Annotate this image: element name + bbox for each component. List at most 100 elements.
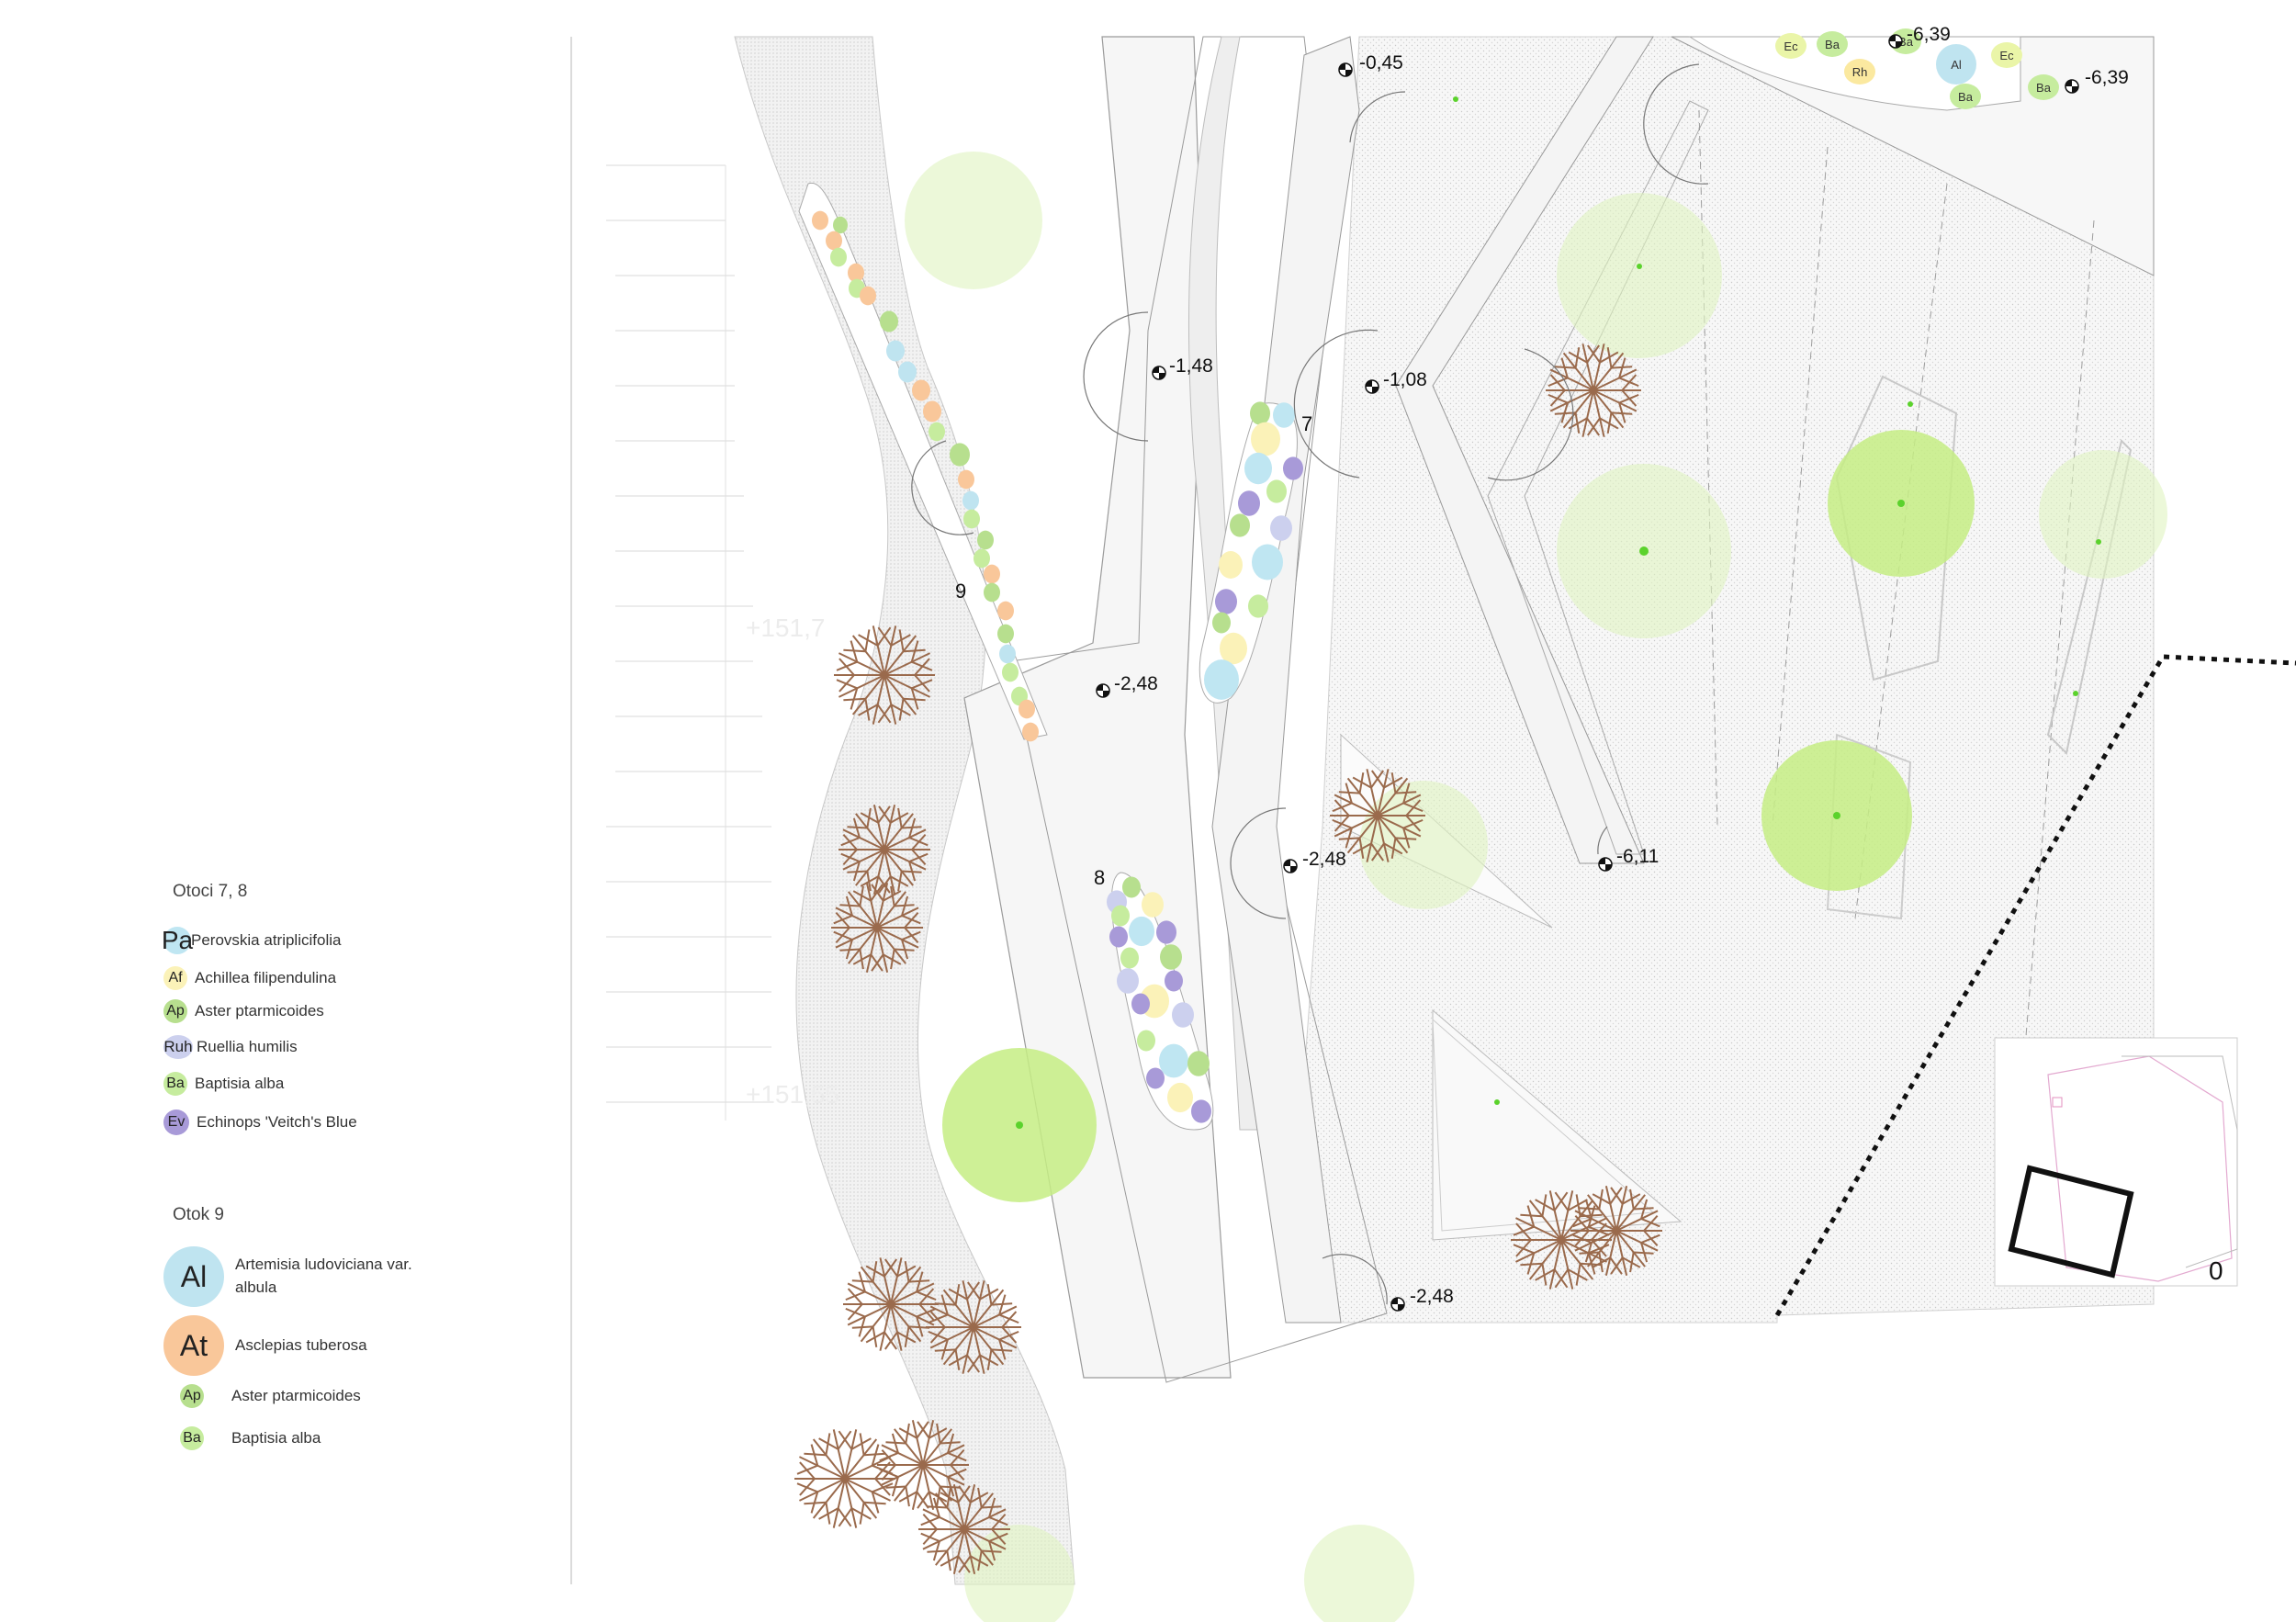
- plant-blob: [1122, 876, 1141, 898]
- plant-blob: [1172, 1002, 1194, 1028]
- plant-blob: [1273, 402, 1295, 428]
- elevation-marker: [1283, 859, 1298, 873]
- deciduous-tree: [843, 1257, 939, 1351]
- plant-blob: [1252, 544, 1283, 580]
- legend-item-at: At Asclepias tuberosa: [163, 1313, 367, 1378]
- top-bed-code: Ec: [1999, 49, 2014, 62]
- deciduous-tree: [1570, 1186, 1662, 1276]
- plant-blob: [997, 624, 1014, 644]
- plant-blob: [1283, 456, 1303, 480]
- planting-legend: Otoci 7, 8 Pa Perovskia atriplicifolia A…: [0, 0, 569, 1622]
- legend-label: Aster ptarmicoides: [195, 1001, 324, 1019]
- deciduous-tree: [926, 1280, 1021, 1374]
- site-boundary: [1774, 654, 2296, 1317]
- plant-blob: [1165, 970, 1183, 992]
- plant-blob: [898, 361, 917, 383]
- top-bed-blob: [1844, 59, 1875, 84]
- parking-stripes: [606, 164, 771, 1121]
- ev-swatch: Ev: [163, 1109, 189, 1135]
- plant-blob: [1120, 947, 1139, 969]
- ap-swatch: Ap: [180, 1384, 204, 1408]
- elevation-marker: [1152, 366, 1166, 380]
- plant-blob: [880, 310, 898, 332]
- plant-blob: [1160, 944, 1182, 970]
- elevation-marker: [2065, 79, 2079, 94]
- plant-blob: [1187, 1051, 1210, 1076]
- deciduous-tree: [831, 883, 923, 973]
- plant-blob: [1142, 892, 1164, 918]
- legend-item-ev: Ev Echinops 'Veitch's Blue: [163, 1099, 357, 1145]
- deciduous-tree: [834, 625, 935, 725]
- planting-blobs: [812, 210, 1303, 1123]
- top-bed-code: Ba: [1825, 38, 1840, 51]
- plant-blob: [1109, 926, 1128, 948]
- legend-item-ruh: Ruh Ruellia humilis: [163, 1024, 298, 1070]
- plant-blob: [860, 286, 876, 306]
- plant-blob: [1248, 594, 1268, 618]
- deciduous-tree: [877, 1420, 969, 1510]
- plant-blob: [1117, 968, 1139, 994]
- plant-blob: [886, 340, 905, 362]
- plant-blob: [1167, 1082, 1193, 1113]
- plant-blob: [1111, 905, 1130, 927]
- deciduous-tree: [1330, 769, 1425, 862]
- legend-title-island-9: Otok 9: [173, 1205, 224, 1224]
- elevation-markers: [1096, 34, 2079, 1312]
- plant-blob: [1002, 662, 1019, 682]
- key-map: [1994, 1037, 2238, 1287]
- plant-blob: [1212, 612, 1231, 634]
- plant-blob: [1146, 1067, 1165, 1089]
- plant-blob: [1251, 422, 1280, 456]
- plant-blob: [923, 400, 941, 422]
- elevation-marker: [1365, 379, 1379, 394]
- plant-blob: [826, 231, 842, 251]
- ba-swatch: Ba: [163, 1072, 187, 1096]
- plant-blob: [1131, 993, 1150, 1015]
- ruh-swatch: Ruh: [163, 1035, 193, 1059]
- top-bed-blob: [1817, 31, 1848, 57]
- plant-blob: [999, 644, 1016, 664]
- pa-swatch: Pa: [161, 926, 194, 954]
- plant-blob: [963, 509, 980, 529]
- plant-blob: [912, 379, 930, 401]
- planter-strip: [2046, 439, 2133, 756]
- al-swatch: Al: [163, 1246, 224, 1307]
- top-bed-blob: [1950, 84, 1981, 109]
- plant-blob: [984, 582, 1000, 603]
- ap-swatch: Ap: [163, 999, 187, 1023]
- legend-label: Asclepias tuberosa: [235, 1335, 367, 1354]
- af-swatch: Af: [163, 966, 187, 990]
- plant-blob: [1156, 920, 1176, 944]
- legend-label: Achillea filipendulina: [195, 968, 337, 986]
- plant-blob: [1137, 1030, 1155, 1052]
- elevation-marker: [1338, 62, 1353, 77]
- plant-blob: [997, 601, 1014, 621]
- top-bed-code: Rh: [1852, 65, 1868, 79]
- legend-item-ba-2: Ba Baptisia alba: [163, 1415, 321, 1461]
- deciduous-tree: [794, 1429, 895, 1528]
- plant-blob: [1219, 551, 1243, 579]
- ba-swatch: Ba: [180, 1426, 204, 1450]
- legend-item-af: Af Achillea filipendulina: [163, 955, 336, 1001]
- deciduous-tree: [838, 805, 930, 895]
- top-bed-code: Ba: [1958, 90, 1974, 104]
- top-bed-code: Ba: [2036, 81, 2052, 95]
- plant-blob: [1019, 699, 1035, 719]
- legend-label: Baptisia alba: [195, 1074, 285, 1092]
- legend-item-al: Al Artemisia ludoviciana var.albula: [163, 1235, 412, 1318]
- plant-blob: [984, 564, 1000, 584]
- legend-title-islands-7-8: Otoci 7, 8: [173, 882, 248, 901]
- plant-blob: [1238, 490, 1260, 516]
- plant-blob: [1191, 1099, 1211, 1123]
- legend-label: Artemisia ludoviciana var.albula: [235, 1256, 412, 1296]
- top-bed-blob: [2028, 74, 2059, 100]
- legend-label: Baptisia alba: [231, 1428, 321, 1447]
- plant-blob: [830, 247, 847, 267]
- plant-blob: [812, 210, 828, 231]
- legend-label: Echinops 'Veitch's Blue: [197, 1112, 357, 1131]
- elevation-marker: [1888, 34, 1903, 49]
- top-bed-blob: [1991, 42, 2022, 68]
- top-bed-blob: [1775, 33, 1806, 59]
